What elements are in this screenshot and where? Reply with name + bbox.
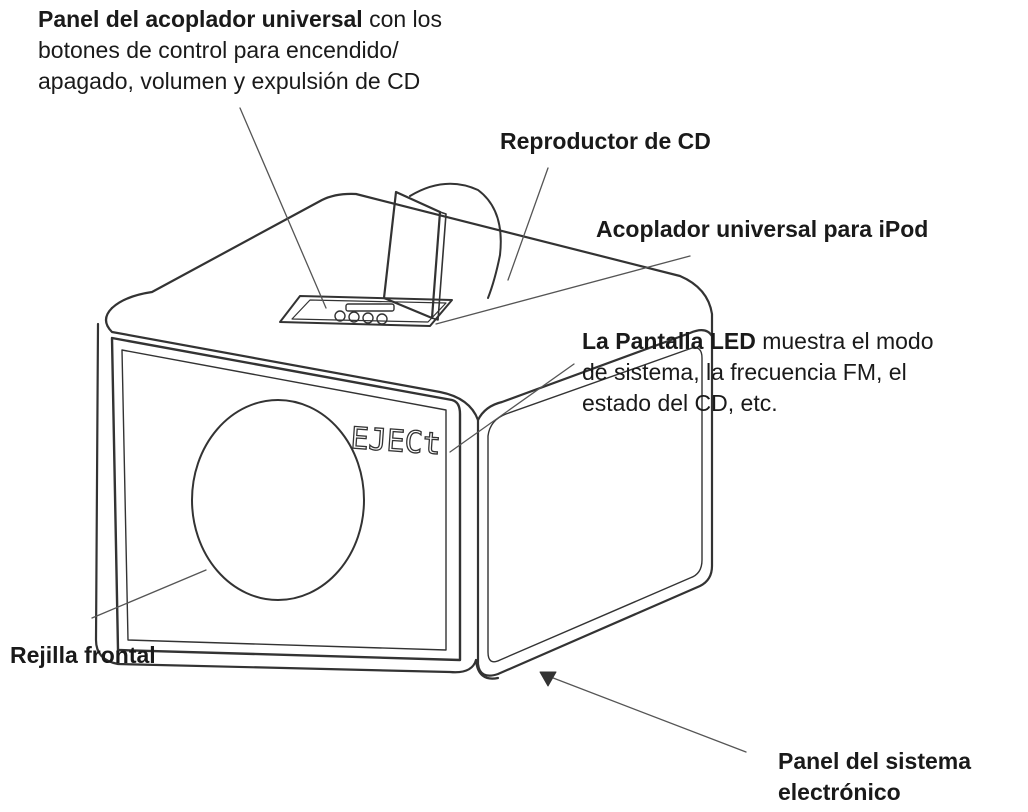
power-button-icon [334, 310, 346, 322]
label-electronics-panel-line1: Panel del sistema [778, 748, 972, 774]
unit-top-surface [110, 192, 714, 338]
label-led-display-rest: muestra el modo [755, 328, 934, 354]
label-ipod-dock: Acoplador universal para iPod [596, 214, 928, 245]
unit-front-frame-inner [121, 349, 447, 651]
unit-right-face [476, 334, 714, 677]
volume-down-icon [348, 311, 360, 323]
cd-disc [409, 182, 502, 299]
label-electronics-panel-line2: electrónico [778, 779, 901, 805]
dock-panel-inner [291, 299, 447, 323]
leader-lines [91, 107, 747, 753]
label-dock-panel-line3: apagado, volumen y expulsión de CD [38, 68, 421, 94]
unit-top-right-edge [476, 329, 714, 422]
label-dock-panel-bold: Panel del acoplador universal [38, 6, 363, 32]
label-dock-panel: Panel del acoplador universal con los bo… [38, 4, 442, 97]
leader-front-grille [91, 569, 207, 619]
dock-control-buttons [334, 303, 395, 325]
unit-front-frame [110, 336, 462, 662]
front-speaker-circle [191, 399, 365, 601]
label-front-grille-bold: Rejilla frontal [10, 642, 156, 668]
leader-ipod-dock [435, 255, 691, 325]
dock-panel [279, 295, 453, 327]
eject-button-icon [376, 313, 388, 325]
unit-front-face [94, 322, 478, 674]
label-cd-player: Reproductor de CD [500, 126, 711, 157]
label-dock-panel-line2: botones de control para encendido/ [38, 37, 399, 63]
label-cd-player-bold: Reproductor de CD [500, 128, 711, 154]
leader-electronics-panel [547, 675, 747, 753]
leader-led-display [449, 363, 575, 453]
led-display-text: EJECt [349, 421, 442, 462]
label-dock-panel-rest: con los [362, 6, 442, 32]
label-led-display-bold: La Pantalla LED [582, 328, 756, 354]
leader-cd-player [507, 167, 549, 281]
label-electronics-panel: Panel del sistema electrónico [778, 746, 971, 808]
unit-bottom-edge [474, 658, 500, 680]
label-front-grille: Rejilla frontal [10, 640, 156, 671]
arrow-head-icon [539, 671, 557, 687]
label-led-display: La Pantalla LED muestra el modo de siste… [582, 326, 934, 419]
volume-up-icon [362, 312, 374, 324]
label-ipod-dock-bold: Acoplador universal para iPod [596, 216, 929, 242]
dock-slot [345, 303, 395, 312]
label-led-display-line2: de sistema, la frecuencia FM, el [582, 359, 907, 385]
label-led-display-line3: estado del CD, etc. [582, 390, 778, 416]
unit-top-front-edge [104, 306, 480, 432]
leader-dock-panel [239, 107, 327, 309]
